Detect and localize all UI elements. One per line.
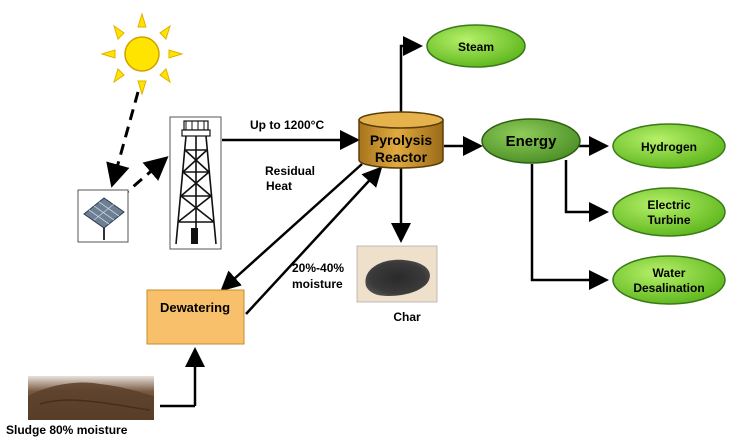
energy-node: Energy [481,118,581,164]
solar-tower-icon [169,116,222,250]
moisture-label-line2: moisture [292,277,343,291]
water-desalination-node: Water Desalination [612,255,726,305]
hydrogen-node: Hydrogen [612,123,726,169]
pyrolysis-reactor: Pyrolysis Reactor [358,111,444,169]
reactor-label-line1: Pyrolysis [370,132,432,148]
arrow-energy-to-turbine [564,160,609,222]
desalination-label-line2: Desalination [633,281,704,295]
char-label: Char [393,310,421,324]
arrow-reactor-to-dewatering [220,163,363,292]
electric-turbine-node: Electric Turbine [612,187,726,237]
energy-label: Energy [506,133,558,150]
residual-heat-line2: Heat [266,179,292,193]
solar-panel-icon [77,189,129,243]
steam-node: Steam [426,24,526,68]
hydrogen-label: Hydrogen [641,140,697,154]
char-photo [356,245,438,303]
moisture-label-line1: 20%-40% [292,261,344,275]
arrow-reactor-to-steam [399,36,423,112]
turbine-label-line2: Turbine [647,213,690,227]
sludge-label: Sludge 80% moisture [6,423,128,437]
arrow-dewatering-to-reactor [245,166,383,315]
arrow-energy-to-desalination [530,164,609,290]
desalination-label-line1: Water [653,266,686,280]
steam-label: Steam [458,40,494,54]
sun-to-panel-ray [106,91,140,188]
residual-heat-line1: Residual [265,164,315,178]
dewatering-node: Dewatering [146,289,245,345]
reactor-label-line2: Reactor [375,149,428,165]
temperature-label: Up to 1200°C [250,118,324,132]
sun-icon [100,12,184,96]
turbine-label-line1: Electric [647,198,691,212]
sludge-photo [28,376,154,420]
dewatering-label: Dewatering [160,300,230,315]
